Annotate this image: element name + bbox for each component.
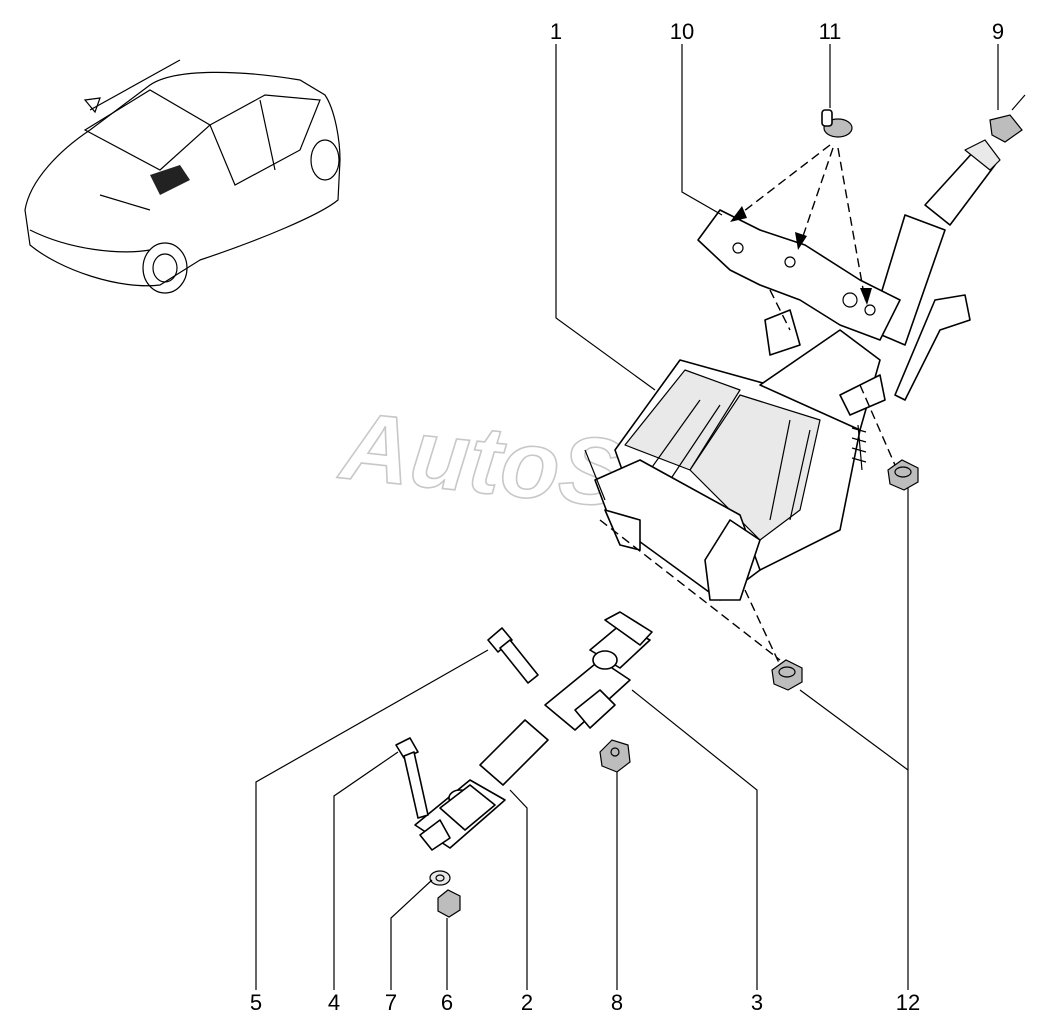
washer-7 [429,870,451,886]
callout-4: 4 [328,990,340,1015]
callout-12: 12 [896,990,920,1015]
mounting-bracket [697,209,901,416]
callout-7: 7 [385,990,397,1015]
universal-joint-3 [544,611,653,731]
nut-12-upper [887,459,919,491]
nut-12-lower [771,659,803,691]
callout-9: 9 [992,19,1004,44]
leader-lines [255,44,999,990]
callout-3: 3 [751,990,763,1015]
callout-1: 1 [550,19,562,44]
callout-2: 2 [521,990,533,1015]
callout-10: 10 [670,19,694,44]
bolt-5 [487,627,539,684]
cap-9 [989,94,1026,143]
callout-6: 6 [441,990,453,1015]
nut-6 [437,889,461,918]
screw-11 [821,109,853,138]
steering-column-assembly [584,139,1001,601]
callout-11: 11 [819,19,842,44]
vehicle-location-sketch [24,59,341,294]
callout-5: 5 [250,990,262,1015]
intermediate-shaft-2 [414,719,549,851]
callout-labels: 1 10 11 9 5 4 7 6 2 8 3 12 [250,19,1004,1015]
bolt-4 [395,737,429,819]
assembly-direction-arrows [599,144,896,666]
nut-8 [599,739,631,773]
callout-8: 8 [611,990,623,1015]
